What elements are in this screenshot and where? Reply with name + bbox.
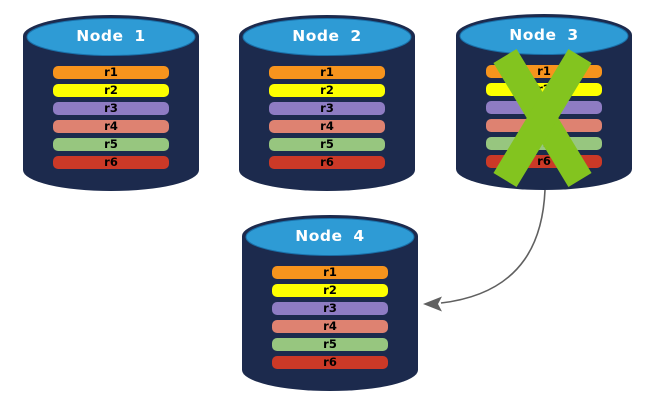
node-label: Node 2 <box>292 27 362 45</box>
row-r4: r4 <box>53 120 169 133</box>
row-stack: r1 r2 r3 r4 r5 r6 <box>269 66 385 169</box>
row-r2: r2 <box>272 284 388 297</box>
node-1: Node 1 r1 r2 r3 r4 r5 r6 <box>22 14 200 192</box>
row-r6: r6 <box>53 156 169 169</box>
cylinder-top-face <box>242 18 412 56</box>
row-stack: r1 r2 r3 r4 r5 r6 <box>53 66 169 169</box>
node-4: Node 4 r1 r2 r3 r4 r5 r6 <box>241 214 419 392</box>
row-r5: r5 <box>269 138 385 151</box>
node-3: Node 3 r1 r2 r3 r4 r5 r6 <box>455 13 633 191</box>
row-r1: r1 <box>269 66 385 79</box>
node-2: Node 2 r1 r2 r3 r4 r5 r6 <box>238 14 416 192</box>
failover-arrow <box>423 189 546 312</box>
arrowhead-icon <box>423 296 442 312</box>
row-r3: r3 <box>272 302 388 315</box>
failure-x-icon <box>493 49 592 187</box>
row-r6: r6 <box>269 156 385 169</box>
row-r2: r2 <box>53 84 169 97</box>
node-label: Node 4 <box>295 227 365 245</box>
node-label: Node 3 <box>509 26 579 44</box>
row-stack: r1 r2 r3 r4 r5 r6 <box>272 266 388 369</box>
arrow-curve <box>440 189 546 304</box>
row-r1: r1 <box>272 266 388 279</box>
row-r4: r4 <box>269 120 385 133</box>
cylinder-top-face <box>245 218 415 256</box>
row-r3: r3 <box>53 102 169 115</box>
cylinder-top-face <box>459 17 629 55</box>
row-r2: r2 <box>269 84 385 97</box>
row-r5: r5 <box>272 338 388 351</box>
cylinder-top-face <box>26 18 196 56</box>
row-r5: r5 <box>53 138 169 151</box>
row-r6: r6 <box>272 356 388 369</box>
row-r4: r4 <box>272 320 388 333</box>
node-label: Node 1 <box>76 27 146 45</box>
row-r3: r3 <box>269 102 385 115</box>
row-r1: r1 <box>53 66 169 79</box>
